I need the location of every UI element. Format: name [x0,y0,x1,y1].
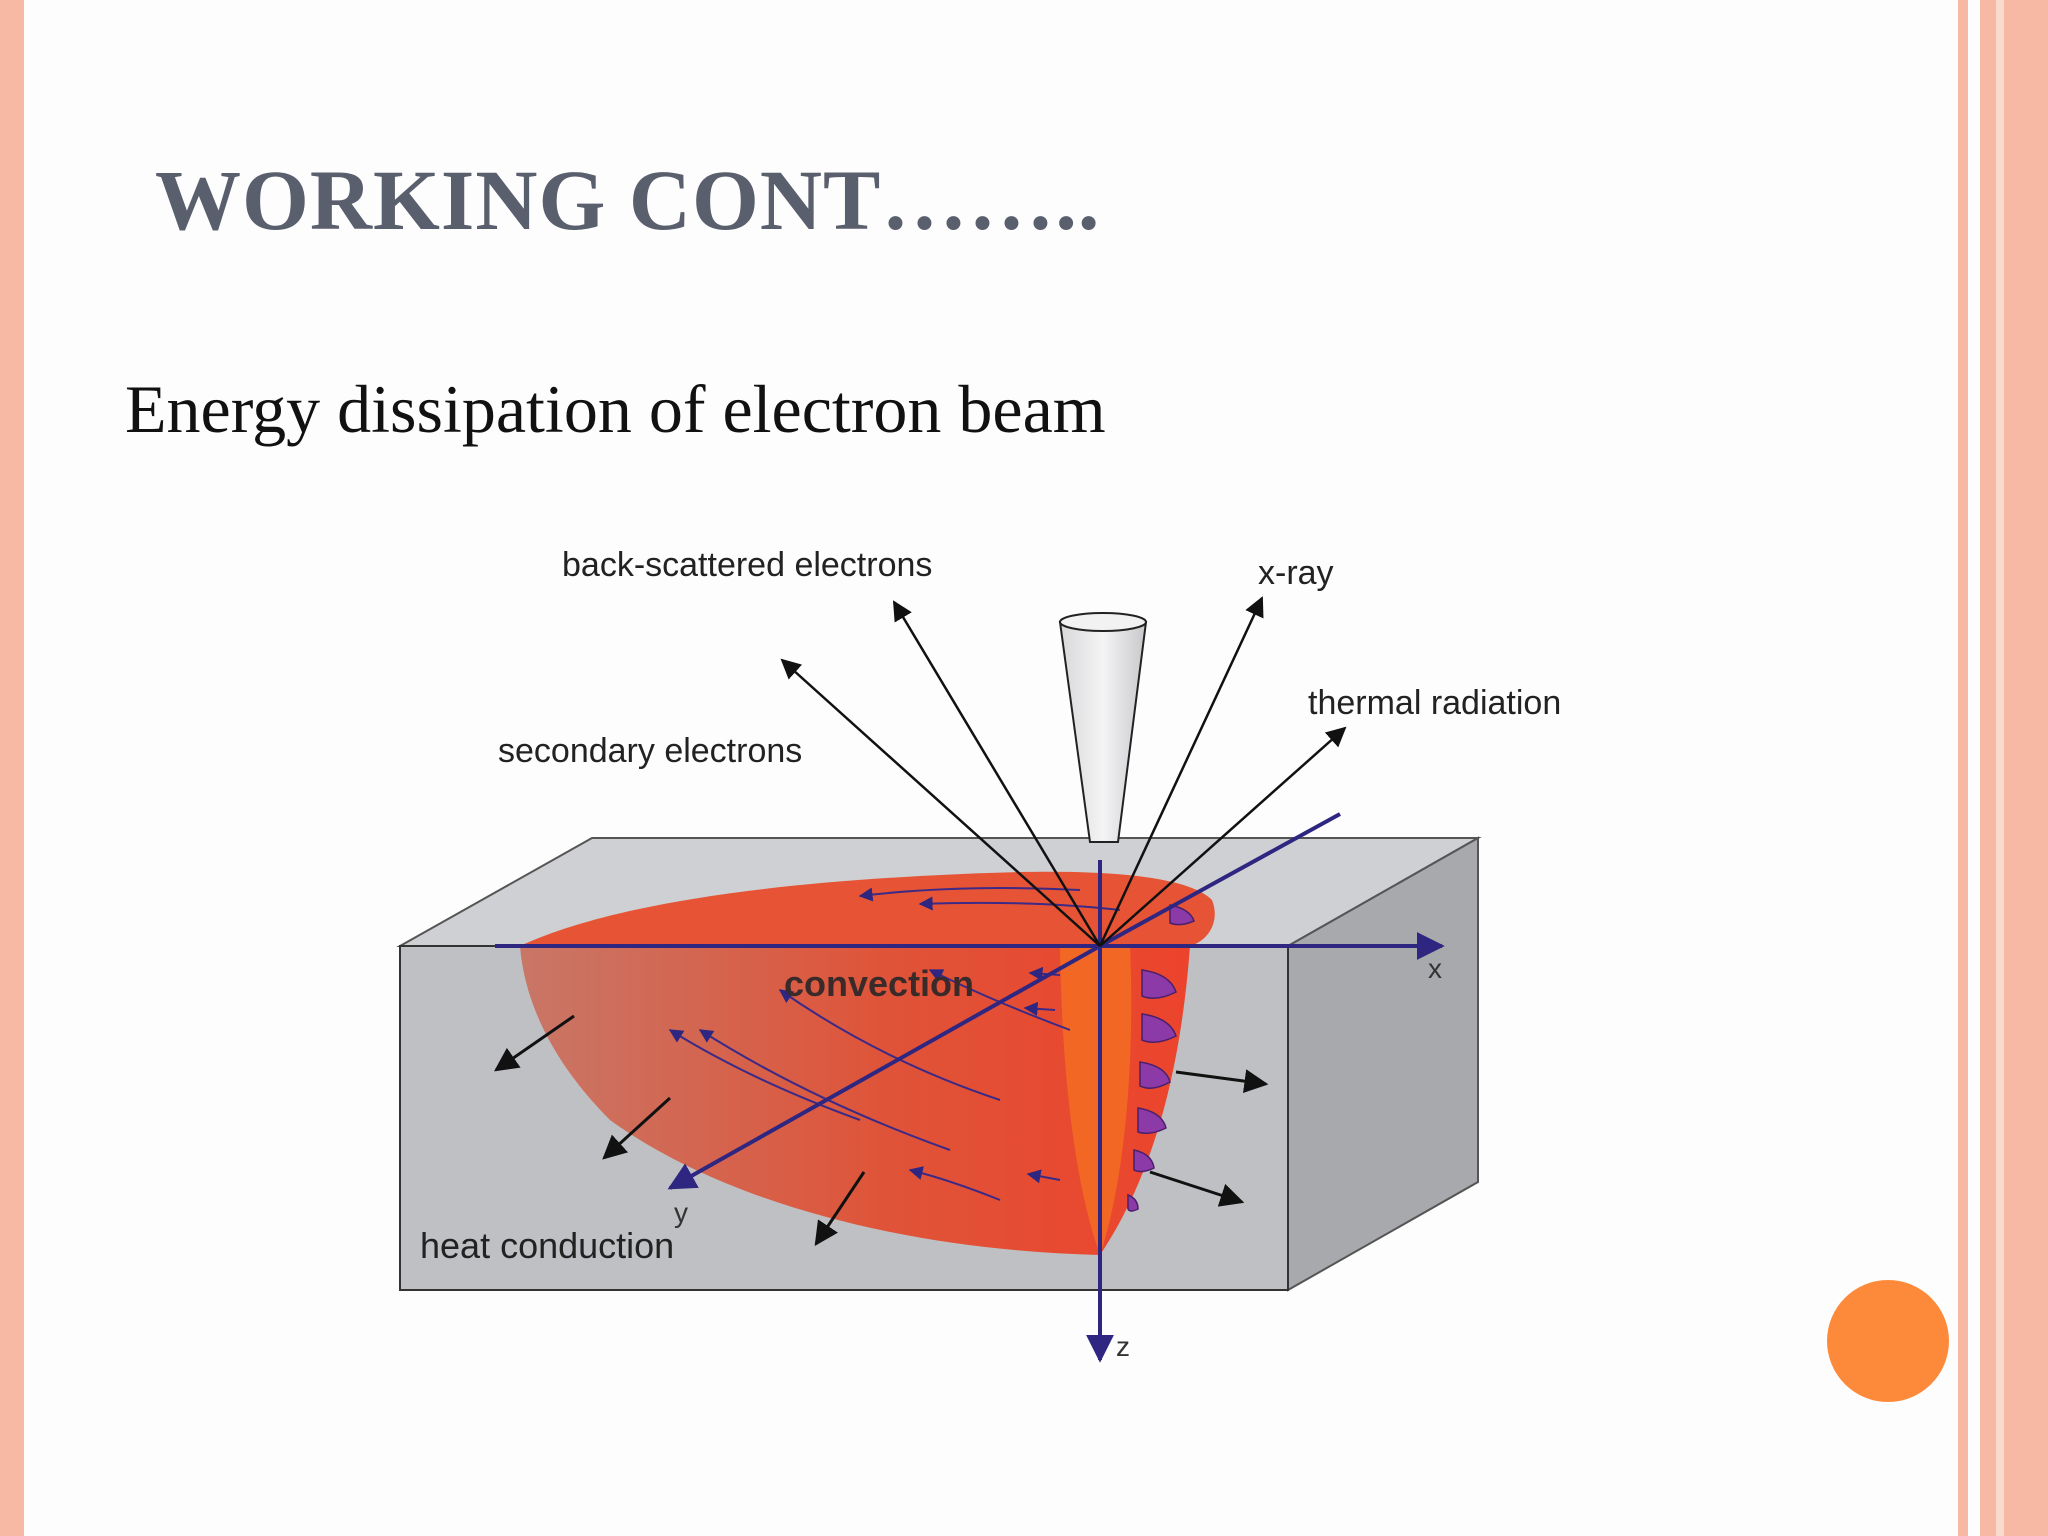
accent-orange-circle [1827,1280,1949,1402]
label-convection: convection [784,963,974,1004]
heat-conduction-arrows [494,1014,1269,1246]
melt-pool-surface [520,871,1215,946]
right-border-stripe-thin [1958,0,1968,1536]
slide-subtitle: Energy dissipation of electron beam [125,371,1106,447]
label-thermal-radiation: thermal radiation [1308,684,1561,722]
convection-flow-arrows [668,887,1121,1201]
label-heat-conduction: heat conduction [420,1225,674,1266]
keyhole-column [1060,946,1132,1255]
right-border-stripe-line [1996,0,2004,1536]
axis-label-z: z [1116,1331,1130,1362]
slide-title: WORKING CONT…….. [155,152,1101,248]
label-x-ray: x-ray [1258,554,1334,592]
vortex-lobes [1127,904,1195,1212]
electron-gun-rim [1059,612,1147,632]
right-border-stripe-wide [1980,0,2048,1536]
label-secondary-electrons: secondary electrons [498,732,802,770]
melt-pool-section [520,946,1190,1255]
left-border-stripe [0,0,24,1536]
label-back-scattered-electrons: back-scattered electrons [562,546,932,584]
electron-gun-nozzle [1058,621,1148,843]
axis-label-x: x [1428,953,1442,984]
axis-label-y: y [674,1197,688,1228]
emission-arrows [780,596,1347,947]
